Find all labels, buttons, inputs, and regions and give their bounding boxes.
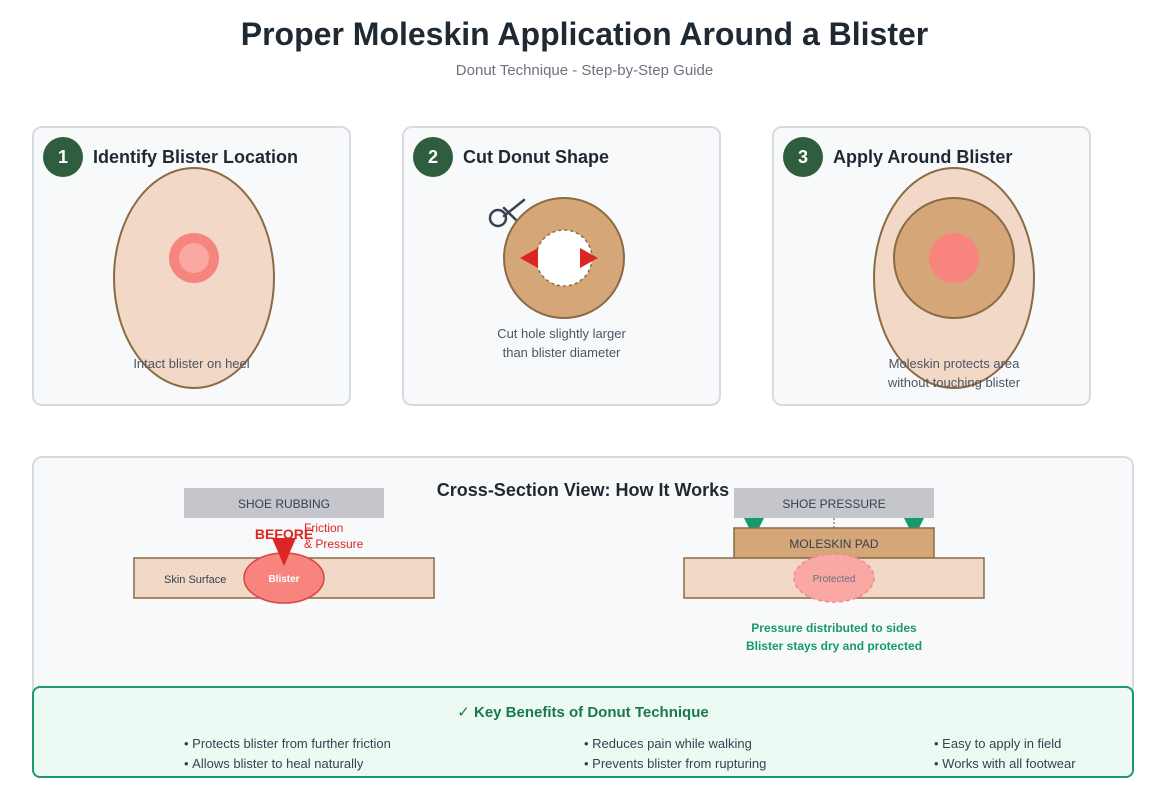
step-number-badge: 3 — [783, 137, 823, 177]
step-title: Identify Blister Location — [93, 147, 299, 167]
benefits-title: ✓ Key Benefits of Donut Technique — [457, 704, 709, 721]
step-card-3: 3 Apply Around Blister Moleskin protects… — [772, 126, 1091, 406]
left-arrow — [520, 248, 538, 268]
skin-surface-label: Skin Surface — [164, 574, 226, 586]
before-tag: BEFORE — [255, 526, 313, 542]
blister-inner — [179, 243, 209, 273]
step-caption: Intact blister on heel — [133, 356, 250, 371]
benefit-item: Reduces pain while walking — [584, 734, 766, 754]
force-label-line1: Friction — [304, 521, 343, 535]
step-card-2: 2 Cut Donut Shape Cut hole slightly larg… — [402, 126, 721, 406]
cross-section-diagram: SHOE RUBBING Skin Surface Blister BEFORE… — [133, 488, 985, 653]
shoe-rubbing-label: SHOE RUBBING — [238, 497, 330, 511]
blister-outer — [929, 233, 979, 283]
step-2-illustration — [488, 197, 625, 319]
step-caption: Moleskin protects area without touching … — [799, 354, 1089, 392]
benefit-item: Works with all footwear — [934, 754, 1075, 774]
caption-line: Moleskin protects area — [888, 356, 1020, 371]
force-label-line2: & Pressure — [304, 537, 364, 551]
moleskin-pad-layer — [733, 527, 935, 559]
cross-section-title: Cross-Section View: How It Works — [436, 480, 730, 500]
caption-line: Cut hole slightly larger — [497, 326, 626, 341]
page-subtitle: Donut Technique - Step-by-Step Guide — [455, 62, 714, 79]
protected-label: Protected — [813, 574, 856, 585]
shoe-pressure-bar — [734, 488, 934, 518]
caption-line: without touching blister — [887, 375, 1021, 390]
benefit-item: Prevents blister from rupturing — [584, 754, 766, 774]
caption-line: than blister diameter — [502, 345, 621, 360]
step-number-badge: 1 — [43, 137, 83, 177]
right-arrow — [580, 248, 598, 268]
distribution-note-line1: Pressure distributed to sides — [751, 621, 917, 635]
step-3-illustration — [873, 167, 1035, 389]
benefits-column-1: Protects blister from further friction A… — [184, 734, 391, 774]
shoe-rubbing-bar — [184, 488, 384, 518]
benefit-item: Easy to apply in field — [934, 734, 1076, 754]
moleskin-pad-label: MOLESKIN PAD — [789, 537, 878, 551]
benefits-column-2: Reduces pain while walking Prevents blis… — [584, 734, 766, 774]
step-1-illustration — [113, 167, 275, 389]
step-card-1: 1 Identify Blister Location Intact blist… — [32, 126, 351, 406]
benefit-item: Allows blister to heal naturally — [184, 754, 391, 774]
shoe-pressure-label: SHOE PRESSURE — [782, 497, 885, 511]
benefit-item: Protects blister from further friction — [184, 734, 391, 754]
protected-blister — [793, 553, 875, 603]
blister-label: Blister — [268, 574, 299, 585]
friction-arrow — [272, 538, 296, 566]
benefits-box: ✓ Key Benefits of Donut Technique Protec… — [32, 686, 1134, 778]
benefits-column-3: Easy to apply in field Works with all fo… — [934, 734, 1076, 774]
step-caption: Cut hole slightly larger than blister di… — [404, 324, 719, 362]
step-number-badge: 2 — [413, 137, 453, 177]
step-title: Cut Donut Shape — [463, 147, 609, 167]
page-title: Proper Moleskin Application Around a Bli… — [240, 16, 929, 52]
step-title: Apply Around Blister — [833, 147, 1013, 167]
distribution-note-line2: Blister stays dry and protected — [746, 639, 922, 653]
